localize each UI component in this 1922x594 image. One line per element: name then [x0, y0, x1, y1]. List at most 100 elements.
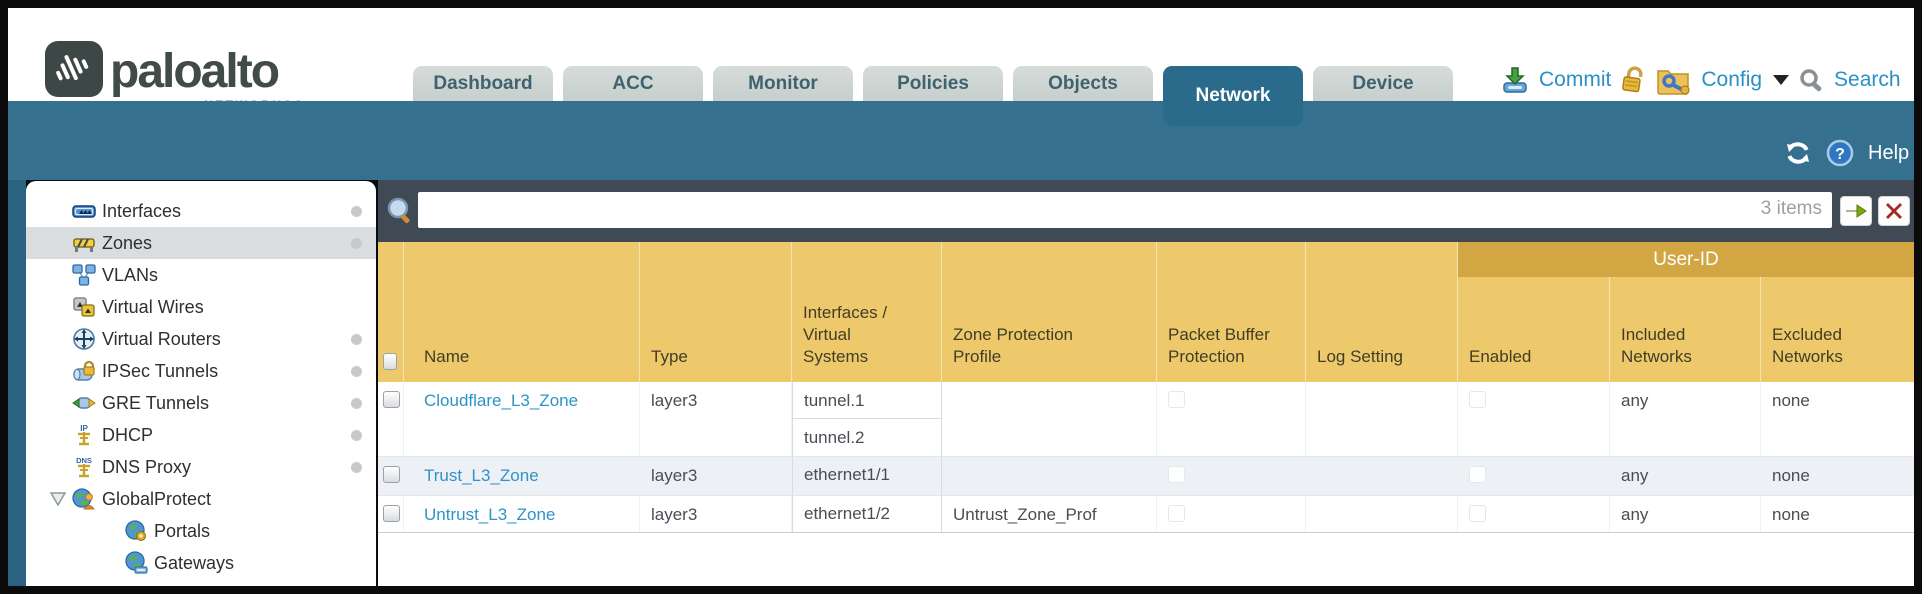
- excluded-networks-cell: none: [1761, 496, 1914, 532]
- network-sidebar: Interfaces Zones: [26, 181, 376, 586]
- tab-acc[interactable]: ACC: [563, 66, 703, 101]
- zone-name-cell: Cloudflare_L3_Zone: [404, 382, 640, 456]
- svg-text:?: ?: [1835, 146, 1845, 163]
- tab-label: Objects: [1048, 72, 1118, 94]
- sidebar-item-gateways[interactable]: Gateways: [26, 547, 376, 579]
- tab-objects[interactable]: Objects: [1013, 66, 1153, 101]
- zone-protection-cell: [942, 382, 1157, 456]
- zone-name-cell: Trust_L3_Zone: [404, 457, 640, 495]
- zone-type-cell: layer3: [640, 382, 792, 456]
- tab-device[interactable]: Device: [1313, 66, 1453, 101]
- sidebar-nav: Interfaces Zones: [26, 195, 376, 579]
- column-label: Included Networks: [1621, 325, 1692, 366]
- row-checkbox[interactable]: [383, 466, 400, 483]
- sidebar-item-virtual-wires[interactable]: Virtual Wires: [26, 291, 376, 323]
- column-label: Interfaces / Virtual Systems: [803, 303, 888, 366]
- interface-item: ethernet1/2: [804, 504, 891, 523]
- vlans-icon: [72, 264, 96, 286]
- zone-type-cell: layer3: [640, 457, 792, 495]
- column-header-enabled[interactable]: Enabled: [1458, 242, 1610, 382]
- filter-input[interactable]: [418, 192, 1832, 228]
- expand-triangle-icon[interactable]: [50, 492, 66, 506]
- column-header-zone-protection-profile[interactable]: Zone Protection Profile: [942, 242, 1157, 382]
- green-arrow-icon: [1846, 204, 1867, 218]
- column-header-interfaces[interactable]: Interfaces / Virtual Systems: [792, 242, 942, 382]
- packet-buffer-cell: [1157, 457, 1306, 495]
- zone-name-cell: Untrust_L3_Zone: [404, 496, 640, 532]
- zone-name-link[interactable]: Trust_L3_Zone: [424, 466, 539, 485]
- sidebar-item-zones[interactable]: Zones: [26, 227, 376, 259]
- refresh-icon[interactable]: [1784, 140, 1812, 166]
- packet-buffer-checkbox[interactable]: [1168, 391, 1185, 408]
- zone-type-cell: layer3: [640, 496, 792, 532]
- column-header-type[interactable]: Type: [640, 242, 792, 382]
- sidebar-item-globalprotect[interactable]: GlobalProtect: [26, 483, 376, 515]
- column-header-log-setting[interactable]: Log Setting: [1306, 242, 1458, 382]
- globalprotect-icon: [72, 488, 95, 510]
- tab-label: Monitor: [748, 72, 818, 94]
- column-header-included-networks[interactable]: Included Networks: [1610, 242, 1761, 382]
- user-id-enabled-cell: [1458, 496, 1610, 532]
- user-id-enabled-checkbox[interactable]: [1469, 505, 1486, 522]
- config-icon[interactable]: [1656, 65, 1692, 96]
- apply-filter-button[interactable]: [1840, 196, 1872, 226]
- packet-buffer-checkbox[interactable]: [1168, 466, 1185, 483]
- zone-type: layer3: [651, 391, 698, 410]
- sidebar-item-label: Zones: [102, 232, 153, 253]
- included-networks-cell: any: [1610, 382, 1761, 456]
- tab-policies[interactable]: Policies: [863, 66, 1003, 101]
- sidebar-item-virtual-routers[interactable]: Virtual Routers: [26, 323, 376, 355]
- help-icon[interactable]: ?: [1826, 139, 1854, 167]
- config-button[interactable]: Config: [1701, 68, 1763, 91]
- column-header-name[interactable]: Name: [404, 242, 640, 382]
- sidebar-item-dns-proxy[interactable]: DNS DNS Proxy: [26, 451, 376, 483]
- zone-protection-cell: [942, 457, 1157, 495]
- commit-button[interactable]: Commit: [1539, 68, 1612, 91]
- column-label: Log Setting: [1317, 347, 1404, 366]
- column-label: Packet Buffer Protection: [1168, 325, 1270, 366]
- column-header-packet-buffer-protection[interactable]: Packet Buffer Protection: [1157, 242, 1306, 382]
- commit-icon[interactable]: [1500, 65, 1530, 95]
- help-button[interactable]: Help: [1868, 141, 1910, 164]
- user-id-enabled-checkbox[interactable]: [1469, 391, 1486, 408]
- sidebar-item-label: Gateways: [154, 552, 235, 573]
- sidebar-item-gre-tunnels[interactable]: GRE Tunnels: [26, 387, 376, 419]
- row-checkbox[interactable]: [383, 391, 400, 408]
- tab-network[interactable]: Network: [1163, 66, 1303, 126]
- row-select-cell: [378, 457, 404, 495]
- virtual-routers-icon: [73, 328, 95, 350]
- included-networks-value: any: [1621, 466, 1649, 485]
- interface-item: tunnel.2: [804, 428, 865, 447]
- zone-type: layer3: [651, 505, 698, 524]
- lock-icon[interactable]: [1618, 63, 1649, 96]
- status-dot: [351, 366, 362, 377]
- column-header-excluded-networks[interactable]: Excluded Networks: [1761, 242, 1914, 382]
- user-id-enabled-cell: [1458, 457, 1610, 495]
- status-dot: [351, 238, 362, 249]
- paloalto-logo-icon: [45, 41, 103, 97]
- search-button[interactable]: Search: [1834, 68, 1901, 91]
- config-dropdown-caret[interactable]: [1773, 75, 1790, 85]
- user-id-enabled-checkbox[interactable]: [1469, 466, 1486, 483]
- search-icon[interactable]: [1798, 67, 1825, 94]
- zone-name-link[interactable]: Cloudflare_L3_Zone: [424, 391, 579, 410]
- zones-icon: [73, 238, 95, 252]
- sidebar-item-label: Interfaces: [102, 200, 182, 221]
- interfaces-cell: ethernet1/2: [792, 496, 942, 532]
- select-all-checkbox[interactable]: [383, 353, 397, 370]
- filter-search-icon[interactable]: [385, 195, 415, 227]
- tab-dashboard[interactable]: Dashboard: [413, 66, 553, 101]
- row-checkbox[interactable]: [383, 505, 400, 522]
- sidebar-item-portals[interactable]: Portals: [26, 515, 376, 547]
- clear-filter-button[interactable]: [1878, 196, 1910, 226]
- packet-buffer-checkbox[interactable]: [1168, 505, 1185, 522]
- sidebar-item-interfaces[interactable]: Interfaces: [26, 195, 376, 227]
- sidebar-item-vlans[interactable]: VLANs: [26, 259, 376, 291]
- interfaces-cell: tunnel.1 tunnel.2: [792, 382, 942, 456]
- tab-monitor[interactable]: Monitor: [713, 66, 853, 101]
- excluded-networks-value: none: [1772, 391, 1810, 410]
- sidebar-item-dhcp[interactable]: IP DHCP: [26, 419, 376, 451]
- zone-name-link[interactable]: Untrust_L3_Zone: [424, 505, 556, 524]
- sidebar-item-ipsec-tunnels[interactable]: IPSec Tunnels: [26, 355, 376, 387]
